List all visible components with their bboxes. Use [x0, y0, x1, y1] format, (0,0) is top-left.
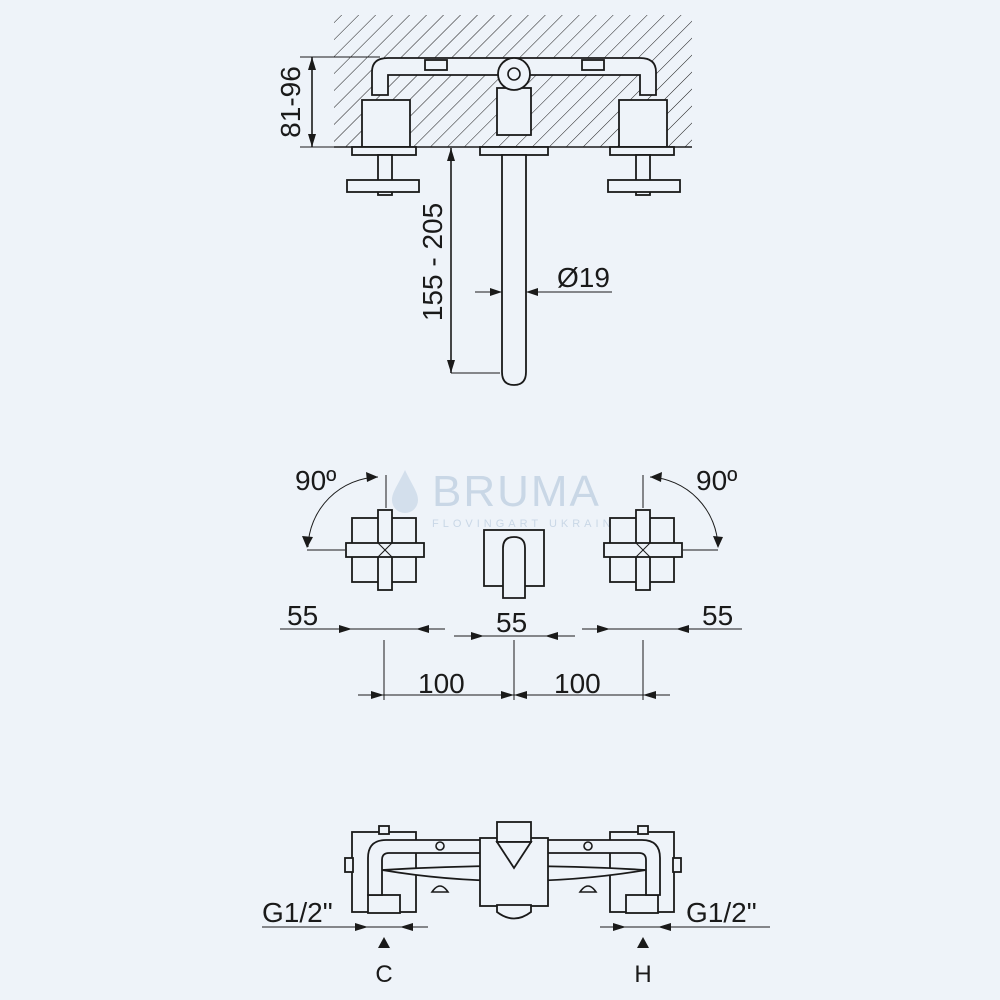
rotation-arc-right	[649, 476, 719, 548]
valve-body-right	[618, 99, 668, 148]
hot-inlet-arrow	[637, 937, 649, 948]
brand-name: BRUMA	[432, 467, 601, 516]
spout-body	[496, 87, 532, 136]
handle-width-dim-left: 55	[287, 600, 318, 631]
rotation-arc-left	[307, 476, 379, 548]
rosette-left	[351, 146, 417, 156]
spout-front	[502, 536, 526, 599]
side-view: 81-96 155 - 205 Ø19	[275, 15, 692, 386]
thread-label-left: G1/2"	[262, 897, 333, 928]
center-connector-core	[507, 67, 521, 81]
handle-bar-left	[346, 179, 420, 193]
hot-inlet-label: H	[634, 961, 651, 988]
top-view: G1/2" G1/2" C H	[262, 821, 770, 988]
pipe-clip-right	[581, 59, 605, 71]
handle-width-dim-right: 55	[702, 600, 733, 631]
cold-inlet-arrow	[378, 937, 390, 948]
diameter-dim-label: Ø19	[557, 262, 610, 293]
thread-label-right: G1/2"	[686, 897, 757, 928]
pipe-clip-left	[424, 59, 448, 71]
rotation-label-left: 90º	[295, 465, 336, 496]
handle-bar-right	[607, 179, 681, 193]
rosette-right	[609, 146, 675, 156]
rotation-label-right: 90º	[696, 465, 737, 496]
drop-logo-icon	[392, 470, 418, 513]
brand-subtitle: FLOVINGART UKRAINE	[432, 518, 626, 530]
center-connector	[497, 57, 531, 91]
inlet-right	[625, 894, 659, 914]
spout-width-dim: 55	[496, 607, 527, 638]
valve-body-left	[361, 99, 411, 148]
spacing-dim-right: 100	[554, 668, 601, 699]
front-view: 90º 90º 55 55 55 100	[280, 465, 742, 700]
spout-rosette	[479, 146, 549, 156]
spout-length-dim-label: 155 - 205	[417, 203, 448, 321]
cold-inlet-label: C	[375, 961, 392, 988]
depth-dim-label: 81-96	[275, 66, 306, 138]
inlet-left	[367, 894, 401, 914]
spacing-dim-left: 100	[418, 668, 465, 699]
spout-pipe	[501, 154, 527, 386]
brand-watermark: BRUMA FLOVINGART UKRAINE	[392, 467, 626, 530]
